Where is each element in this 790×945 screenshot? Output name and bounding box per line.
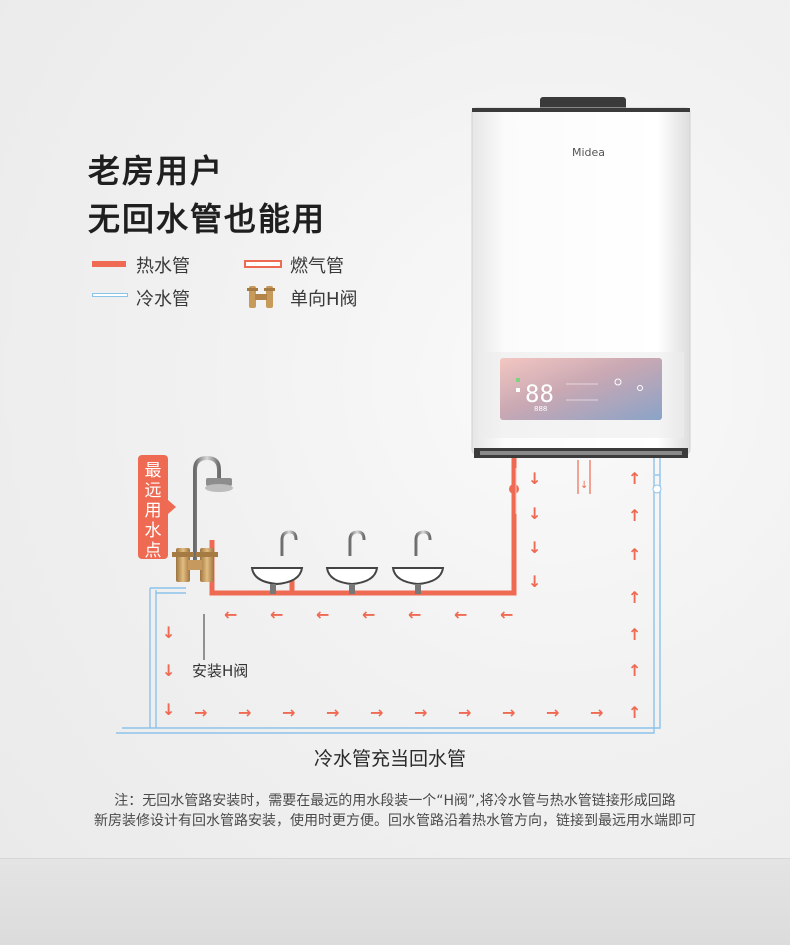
svg-text:↓: ↓: [580, 480, 588, 491]
legend-h-valve: 单向H阀: [290, 289, 358, 310]
svg-text:←: ←: [408, 605, 421, 624]
svg-text:→: →: [546, 703, 559, 722]
legend-hot-pipe: 热水管: [136, 256, 190, 277]
gas-pipe: [577, 460, 591, 494]
flow-arrows: ↓ ↓ ↓ ↓ ← ← ← ← ← ← ← ↓ ↓ ↓ → → → → → → → → → → ↑ ↑ ↑ ↑ ↑ ↑ ↑: [162, 469, 641, 722]
control-panel: [500, 358, 662, 420]
svg-text:→: →: [194, 703, 207, 722]
svg-text:→: →: [458, 703, 471, 722]
svg-text:↑: ↑: [628, 625, 641, 644]
svg-text:→: →: [370, 703, 383, 722]
sink-3: [391, 530, 445, 594]
svg-text:↑: ↑: [628, 588, 641, 607]
svg-text:↓: ↓: [162, 661, 175, 680]
svg-text:←: ←: [454, 605, 467, 624]
shower-head: [193, 455, 233, 565]
floor: [0, 858, 790, 945]
svg-text:↑: ↑: [628, 506, 641, 525]
note-line-2: 新房装修设计有回水管路安装，使用时更方便。回水管路沿着热水管方向，链接到最远用水…: [94, 813, 696, 829]
svg-text:↓: ↓: [162, 700, 175, 719]
svg-text:←: ←: [270, 605, 283, 624]
sink-2: [325, 530, 379, 594]
svg-text:→: →: [590, 703, 603, 722]
h-valve-fixture: [172, 548, 218, 582]
h-valve-icon: [247, 286, 275, 308]
note-line-1: 注：无回水管路安装时，需要在最远的用水段装一个“H阀”,将冷水管与热水管链接形成…: [114, 793, 676, 809]
sink-1: [250, 530, 304, 594]
hot-pipe-swatch: [92, 261, 126, 267]
cold-pipe-swatch: [92, 293, 128, 297]
farthest-point-label: 最 远 用 水 点: [138, 455, 168, 561]
headline-line2: 无回水管也能用: [88, 200, 327, 238]
brand-logo: Midea: [572, 146, 605, 159]
cold-water-pipe: [116, 458, 661, 734]
svg-text:↓: ↓: [162, 623, 175, 642]
gas-pipe-swatch: [244, 260, 282, 268]
label-pointer: [168, 500, 176, 514]
svg-text:↓: ↓: [528, 504, 541, 523]
svg-text:←: ←: [316, 605, 329, 624]
svg-text:↑: ↑: [628, 545, 641, 564]
svg-text:←: ←: [224, 605, 237, 624]
svg-text:888: 888: [534, 405, 547, 413]
svg-text:↓: ↓: [528, 469, 541, 488]
svg-text:→: →: [238, 703, 251, 722]
svg-text:↓: ↓: [528, 538, 541, 557]
cold-as-return-caption: 冷水管充当回水管: [314, 748, 467, 770]
water-heater: 88 888 Midea: [471, 97, 691, 458]
svg-text:→: →: [282, 703, 295, 722]
svg-text:→: →: [502, 703, 515, 722]
display-temp: 88: [525, 380, 554, 408]
legend-cold-pipe: 冷水管: [136, 289, 190, 310]
svg-text:↑: ↑: [628, 661, 641, 680]
svg-text:→: →: [326, 703, 339, 722]
legend-gas-pipe: 燃气管: [290, 256, 344, 277]
svg-text:→: →: [414, 703, 427, 722]
svg-text:↑: ↑: [628, 469, 641, 488]
svg-text:↑: ↑: [628, 703, 641, 722]
install-h-valve-label: 安装H阀: [192, 662, 249, 680]
svg-text:↓: ↓: [528, 572, 541, 591]
svg-text:←: ←: [362, 605, 375, 624]
headline-line1: 老房用户: [88, 152, 225, 190]
svg-text:←: ←: [500, 605, 513, 624]
